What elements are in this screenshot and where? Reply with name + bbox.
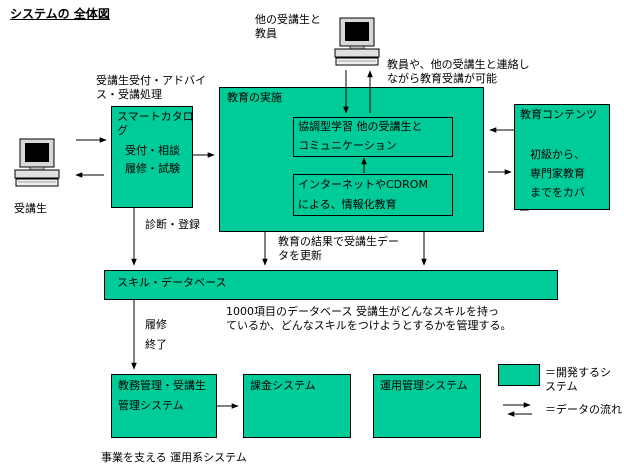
contents-box: 教育コンテンツ 初級から、 専門家教育 までをカバ ー	[514, 104, 610, 217]
internet-learning-line1: インターネットやCDROM	[298, 178, 428, 191]
internet-learning-box: インターネットやCDROM による、情報化教育	[293, 174, 453, 216]
collaborative-learning-line2: コミュニケーション	[298, 139, 397, 152]
reception-caption-line1: 受講生受付・アドバイ	[96, 74, 206, 87]
operations-management-label: 運用管理システム	[380, 379, 468, 392]
student-computer-icon	[14, 138, 60, 192]
diagnosis-label: 診断・登録	[145, 218, 200, 231]
education-management-line1: 教務管理・受講生	[118, 379, 206, 392]
result-label-line2: タを更新	[278, 249, 322, 262]
billing-system-label: 課金システム	[250, 379, 316, 392]
others-label-line2: 教員	[255, 27, 277, 40]
contents-title: 教育コンテンツ	[520, 108, 597, 121]
billing-system-box: 課金システム	[243, 374, 351, 438]
diagram-title: システムの 全体図	[10, 7, 110, 21]
finish-label: 終了	[145, 338, 167, 351]
legend-system-swatch	[498, 364, 540, 386]
skill-database-box: スキル・データベース	[104, 270, 558, 300]
contents-line4: ー	[519, 204, 530, 217]
others-label-line1: 他の受講生と	[255, 13, 321, 26]
smart-catalog-item-exam: 履修・試験	[125, 162, 180, 175]
others-computer-icon	[333, 17, 381, 71]
operations-management-box: 運用管理システム	[373, 374, 481, 438]
smart-catalog-title-line1: スマートカタロ	[117, 110, 194, 123]
skill-database-desc-line1: 1000項目のデータベース 受講生がどんなスキルを持っ	[226, 305, 499, 318]
education-title: 教育の実施	[227, 91, 282, 104]
internet-learning-line2: による、情報化教育	[298, 198, 397, 211]
operations-caption: 事業を支える 運用系システム	[101, 451, 247, 464]
collaborative-learning-box: 協調型学習 他の受講生と コミュニケーション	[293, 117, 453, 157]
contents-line1: 初級から、	[530, 148, 585, 161]
enroll-label: 履修	[145, 318, 167, 331]
skill-database-desc-line2: ているか、どんなスキルをつけようとするかを管理する。	[226, 319, 512, 332]
reception-caption-line2: ス・受講処理	[96, 88, 162, 101]
legend-flow-label: ＝データの流れ	[545, 403, 622, 416]
others-note-line1: 教員や、他の受講生と連絡し	[387, 58, 530, 71]
smart-catalog-title-line2: グ	[117, 124, 128, 137]
legend-system-label-line2: ステム	[545, 380, 578, 393]
education-box: 教育の実施 協調型学習 他の受講生と コミュニケーション インターネットやCDR…	[219, 87, 484, 232]
others-note-line2: ながら教育受講が可能	[387, 72, 497, 85]
smart-catalog-item-consult: 受付・相談	[125, 144, 180, 157]
collaborative-learning-line1: 協調型学習 他の受講生と	[298, 120, 423, 133]
result-label-line1: 教育の結果で受講生デー	[278, 235, 399, 248]
legend-system-label-line1: ＝開発するシ	[545, 366, 611, 379]
skill-database-title: スキル・データベース	[117, 276, 227, 289]
contents-line2: 専門家教育	[530, 167, 585, 180]
smart-catalog-box: スマートカタロ グ 受付・相談 履修・試験	[111, 106, 194, 208]
education-management-line2: 管理システム	[118, 399, 184, 412]
education-management-box: 教務管理・受講生 管理システム	[111, 374, 217, 438]
student-label: 受講生	[14, 202, 47, 215]
contents-line3: までをカバ	[530, 186, 585, 199]
